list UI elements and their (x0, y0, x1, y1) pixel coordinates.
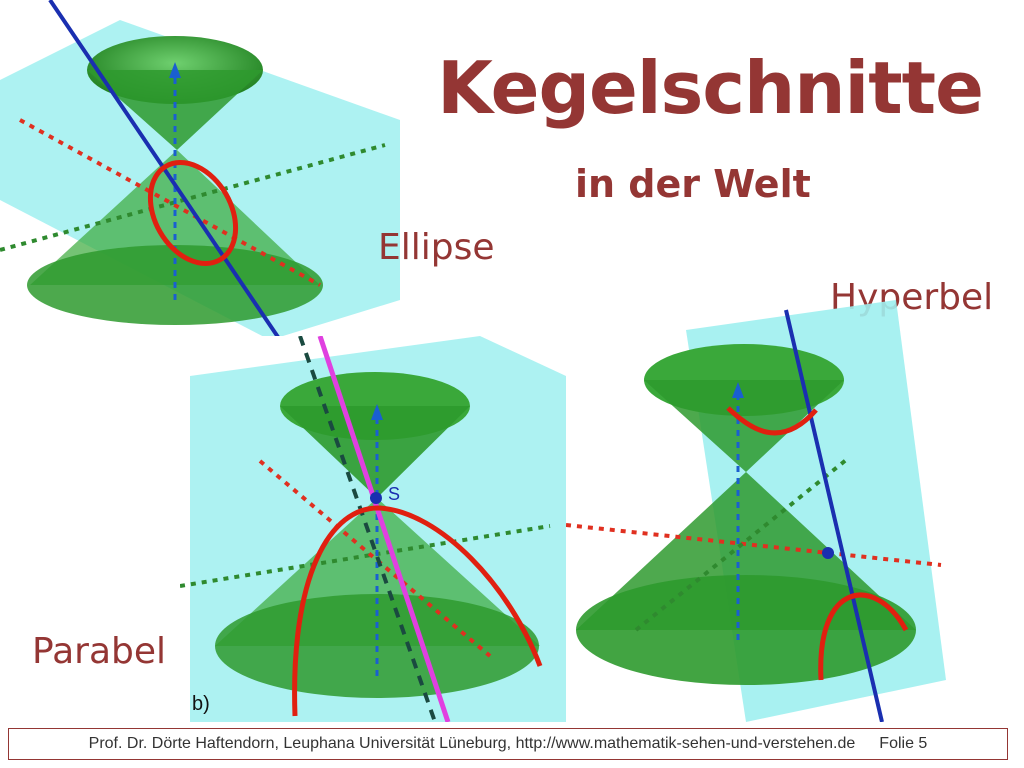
hyperbola-diagram (566, 300, 946, 722)
ellipse-diagram (0, 0, 400, 340)
footer: Prof. Dr. Dörte Haftendorn, Leuphana Uni… (8, 728, 1008, 760)
slide-title: Kegelschnitte (437, 46, 984, 130)
vertex-label: S (388, 484, 400, 504)
slide-number: Folie 5 (879, 735, 928, 752)
y-axis (634, 458, 848, 632)
generatrix-line (298, 336, 437, 722)
ellipse-figure (0, 0, 400, 340)
z-axis-arrow (371, 404, 383, 420)
y-axis (180, 524, 551, 588)
vertex-point (370, 492, 382, 504)
panel-label: b) (192, 693, 210, 715)
lower-nappe-base (576, 575, 916, 685)
parabola-diagram: S b) (180, 336, 566, 722)
footer-credit: Prof. Dr. Dörte Haftendorn, Leuphana Uni… (88, 735, 856, 752)
upper-nappe (280, 406, 470, 498)
z-axis-arrow (732, 382, 744, 398)
ellipse-curve (147, 160, 239, 266)
x-axis (19, 118, 321, 287)
hyperbola-lower-branch (818, 592, 909, 681)
label-ellipse: Ellipse (378, 227, 495, 268)
label-parabel: Parabel (32, 631, 167, 672)
x-axis (566, 523, 942, 567)
center-point (822, 547, 834, 559)
parallel-line (317, 336, 451, 722)
upper-nappe (644, 380, 844, 472)
hyperbola-figure (566, 300, 946, 722)
plane-line (784, 309, 884, 722)
parabola-figure: S b) (180, 336, 566, 722)
parabola-curve (292, 505, 543, 717)
hyperbola-upper-branch (726, 406, 818, 436)
y-axis (0, 143, 386, 252)
z-axis-arrow (169, 62, 181, 78)
slide-subtitle: in der Welt (575, 162, 811, 206)
upper-nappe (87, 70, 263, 150)
plane-line (48, 0, 282, 340)
